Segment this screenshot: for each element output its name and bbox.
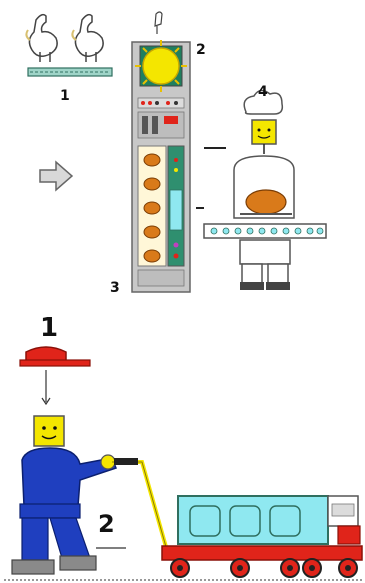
- roast-chickens: [143, 153, 161, 263]
- chicken-icon: [71, 13, 104, 62]
- callout-3: 3: [110, 280, 120, 296]
- chicken-icon: [154, 11, 163, 34]
- callout-1: 1: [60, 88, 70, 104]
- cap-icon: [19, 346, 91, 367]
- arrow-right-icon: [39, 160, 74, 192]
- cart-trailer-icon: [112, 458, 363, 578]
- chef-figure-icon: [203, 89, 327, 290]
- callout-4: 4: [258, 84, 268, 100]
- sun-icon: [135, 40, 187, 92]
- callout-2: 2: [98, 510, 115, 538]
- callout-2: 2: [196, 42, 206, 58]
- worker-figure-icon: [11, 415, 117, 575]
- chicken-icon: [25, 13, 58, 62]
- callout-1: 1: [40, 313, 58, 343]
